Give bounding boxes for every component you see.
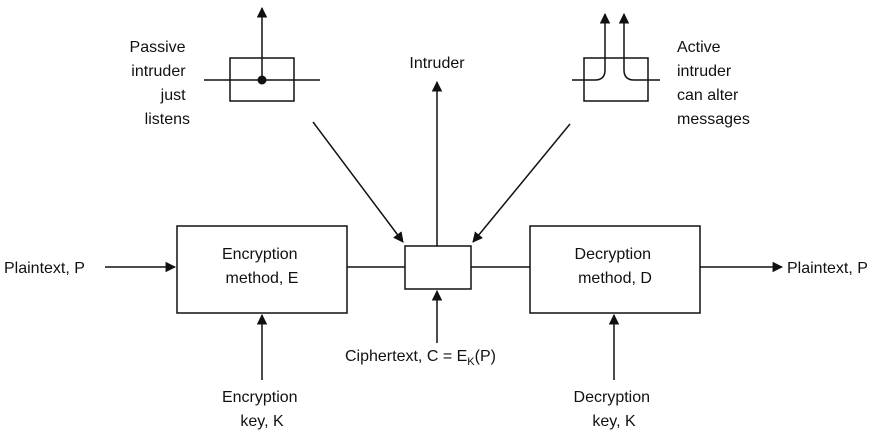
encryption-method-label: Encryption method, E — [222, 246, 302, 287]
encryption-method-box — [176, 225, 348, 314]
active-intruder-diagonal-arrow — [472, 123, 571, 243]
passive-intruder-diagonal-arrow — [312, 121, 404, 243]
passive-intruder-label: Passive intruder just listens — [130, 39, 190, 128]
decryption-method-label: Decryption method, D — [575, 246, 656, 287]
encryption-key-label: Encryption key, K — [222, 389, 302, 430]
active-intruder-label: Active intruder can alter messages — [677, 39, 750, 128]
decryption-method-box — [529, 225, 701, 314]
active-intruder-icon — [572, 12, 660, 102]
decryption-key-label: Decryption key, K — [574, 389, 655, 430]
ciphertext-label: Ciphertext, C = EK(P) — [345, 348, 496, 368]
passive-intruder-icon — [204, 6, 320, 102]
plaintext-output-label: Plaintext, P — [787, 260, 868, 277]
plaintext-input-label: Plaintext, P — [4, 260, 85, 277]
ciphertext-channel-box — [404, 245, 472, 290]
intruder-label: Intruder — [409, 55, 465, 72]
